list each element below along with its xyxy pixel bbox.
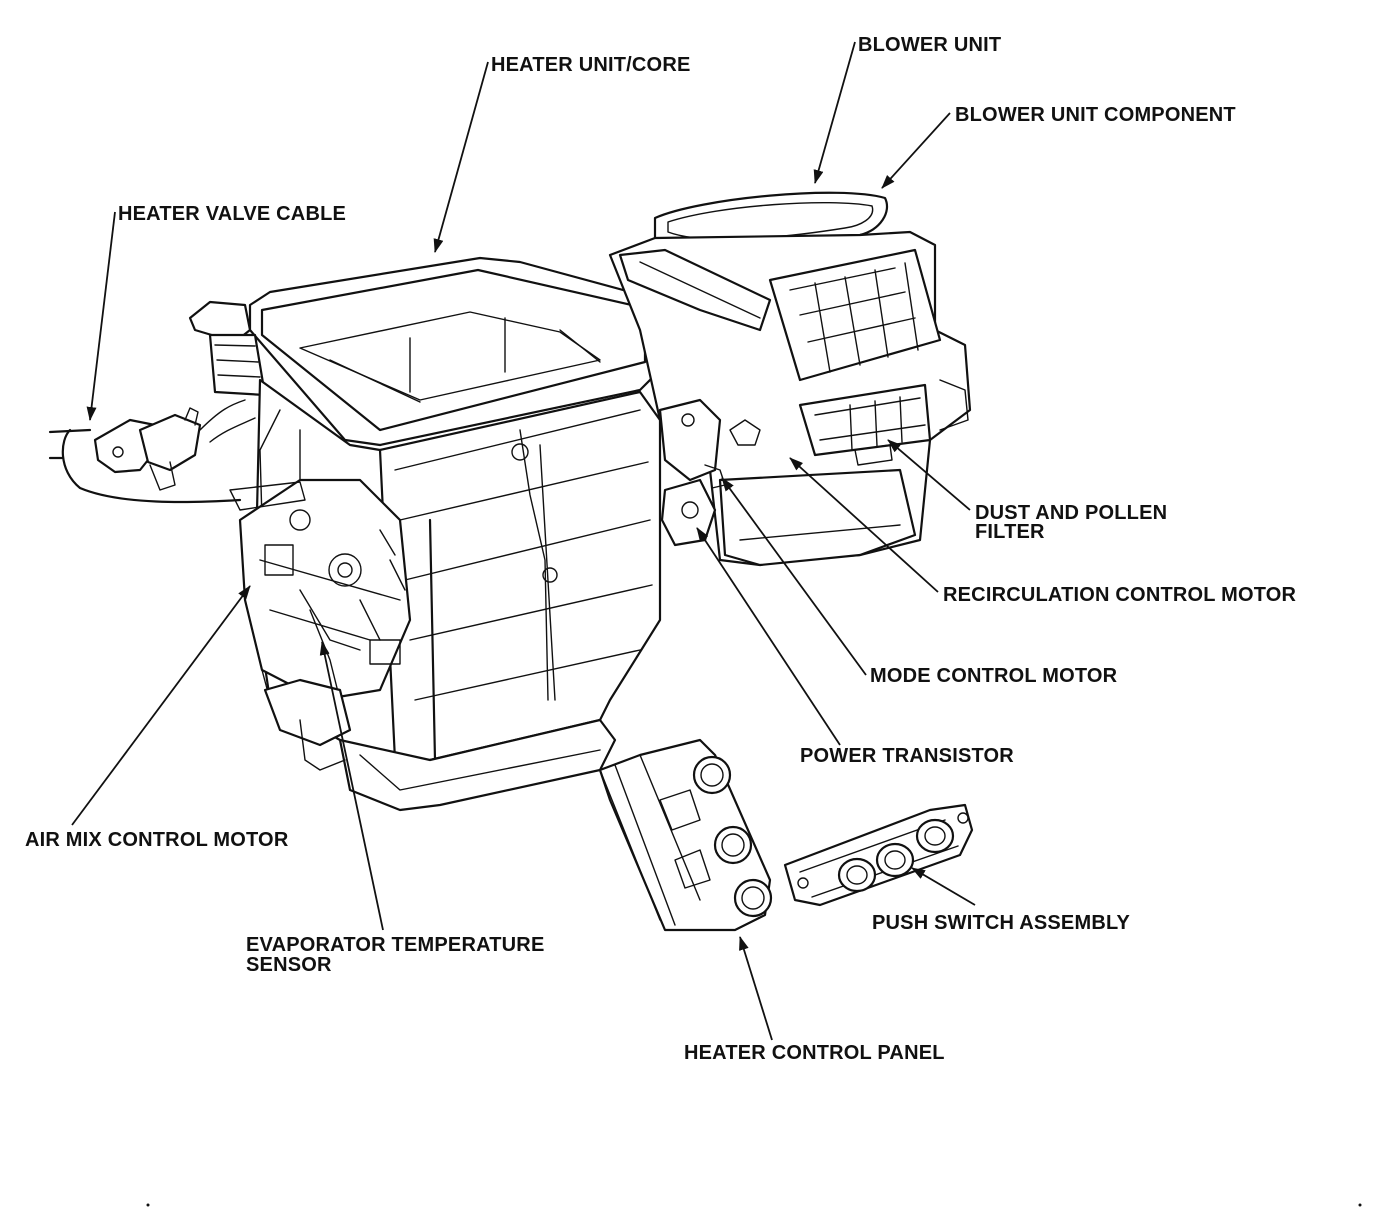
speck <box>1358 1203 1362 1207</box>
leader-heater-valve-cable <box>86 211 116 421</box>
label-evaporator-sensor-line2: SENSOR <box>246 954 332 976</box>
label-push-switch-assembly: PUSH SWITCH ASSEMBLY <box>872 912 1131 934</box>
leader-mode-control-motor <box>721 477 867 676</box>
push-switch-assembly-art <box>783 803 974 907</box>
leader-heater-unit-core <box>433 61 489 253</box>
label-evaporator-sensor-line1: EVAPORATOR TEMPERATURE <box>246 934 545 956</box>
label-power-transistor: POWER TRANSISTOR <box>800 745 1014 767</box>
leader-lines <box>71 41 976 1041</box>
label-dust-pollen-filter-line2: FILTER <box>975 521 1045 543</box>
label-mode-control-motor: MODE CONTROL MOTOR <box>870 665 1118 687</box>
label-heater-unit-core: HEATER UNIT/CORE <box>491 54 691 76</box>
label-air-mix-control-motor: AIR MIX CONTROL MOTOR <box>25 829 289 851</box>
heater-control-panel-art <box>598 738 773 932</box>
speck <box>146 1203 150 1207</box>
leader-power-transistor <box>696 527 841 746</box>
leader-blower-unit <box>813 41 856 184</box>
label-blower-unit: BLOWER UNIT <box>858 34 1002 56</box>
label-recirculation-control-motor: RECIRCULATION CONTROL MOTOR <box>943 584 1297 606</box>
label-blower-unit-component: BLOWER UNIT COMPONENT <box>955 104 1236 126</box>
leader-evaporator-sensor <box>319 641 384 931</box>
label-heater-valve-cable: HEATER VALVE CABLE <box>118 203 347 225</box>
heater-valve-cable-art <box>48 399 306 511</box>
air-mix-linkage-assembly <box>238 478 412 771</box>
label-dust-pollen-filter-line1: DUST AND POLLEN <box>975 502 1168 524</box>
leader-push-switch-assembly <box>911 867 976 906</box>
leader-air-mix-motor <box>71 585 251 826</box>
leader-recirculation-motor <box>789 457 939 593</box>
leader-heater-control-panel <box>739 936 773 1041</box>
leader-dust-pollen-filter <box>887 439 971 511</box>
leader-blower-unit-component <box>881 112 951 189</box>
label-heater-control-panel: HEATER CONTROL PANEL <box>684 1042 945 1064</box>
